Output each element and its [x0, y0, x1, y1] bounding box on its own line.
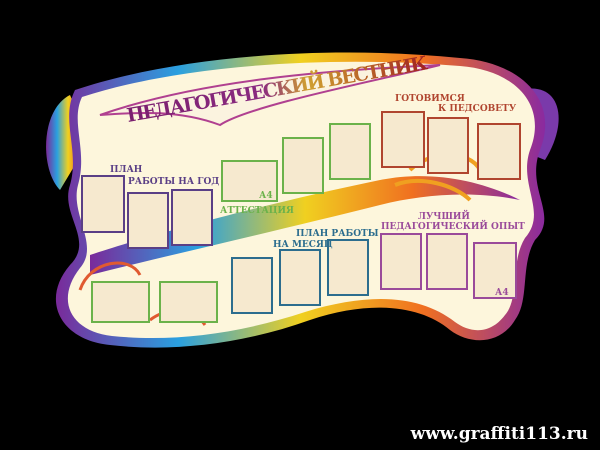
pocket-attestation — [282, 137, 324, 194]
plan-year-label-2: РАБОТЫ НА ГОД — [128, 177, 219, 187]
pocket-council — [381, 111, 425, 168]
best-a4: А4 — [495, 288, 509, 298]
pocket-plan-year — [81, 175, 125, 233]
pocket-best — [426, 233, 468, 290]
pocket-attestation — [221, 160, 278, 202]
website-url[interactable]: www.graffiti113.ru — [410, 424, 588, 444]
pocket-plan-year — [127, 192, 169, 249]
best-label-1: ЛУЧШИЙ — [418, 209, 470, 222]
pocket-best — [380, 233, 422, 290]
pocket-plan-month — [231, 257, 273, 314]
pocket-attestation — [91, 281, 150, 323]
attestation-label: АТТЕСТАЦИЯ — [220, 206, 294, 216]
plan-month-label-1: ПЛАН РАБОТЫ — [296, 229, 379, 239]
council-label-2: К ПЕДСОВЕТУ — [438, 104, 517, 114]
pocket-attestation — [159, 281, 218, 323]
council-label-1: ГОТОВИМСЯ — [395, 94, 465, 104]
pocket-plan-month — [279, 249, 321, 306]
middle-ribbon — [90, 176, 520, 275]
pocket-attestation — [329, 123, 371, 180]
pockets — [81, 111, 521, 323]
plan-month-label-2: НА МЕСЯЦ — [273, 240, 333, 250]
pocket-best — [473, 242, 517, 299]
title-ribbon — [99, 64, 441, 127]
pocket-council — [427, 117, 469, 174]
pocket-plan-month — [327, 239, 369, 296]
pocket-plan-year — [171, 189, 213, 246]
attestation-a4: А4 — [259, 191, 273, 201]
pocket-council — [477, 123, 521, 180]
plan-year-label-1: ПЛАН — [110, 165, 143, 175]
best-label-2: ПЕДАГОГИЧЕСКИЙ ОПЫТ — [381, 219, 525, 232]
